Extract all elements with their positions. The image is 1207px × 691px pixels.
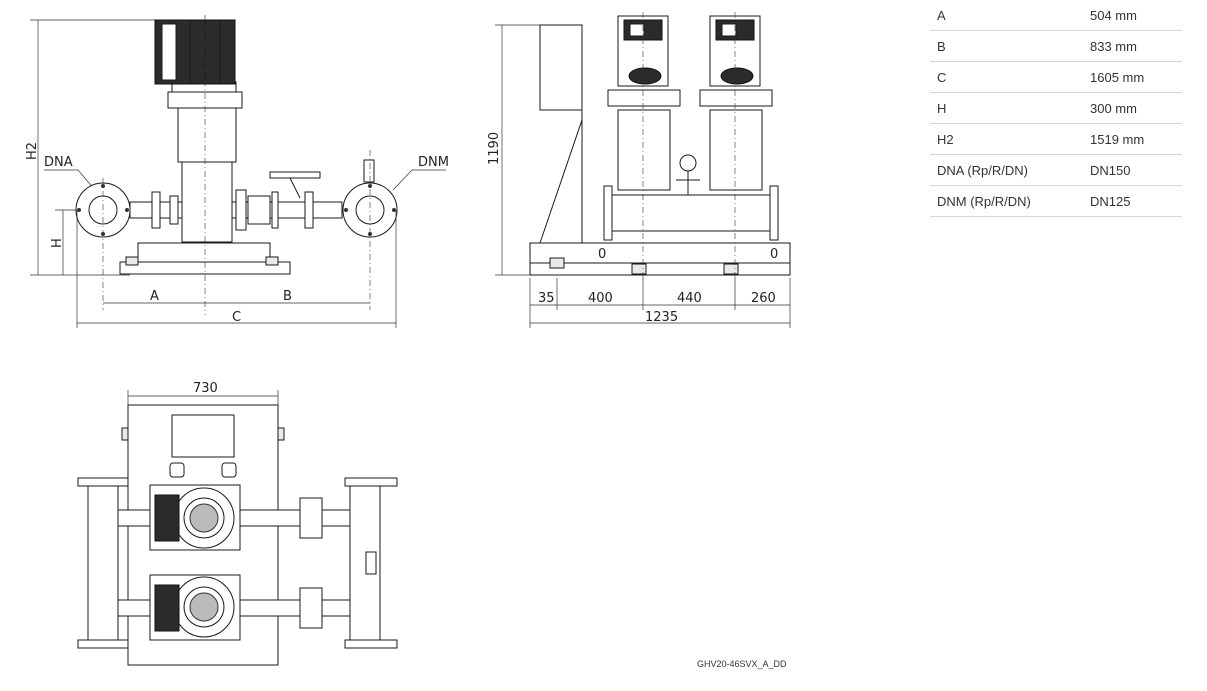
dimension-value: 833 mm (1090, 30, 1182, 62)
dimension-value: 300 mm (1090, 92, 1182, 124)
top-width-label: 730 (193, 381, 218, 396)
front-a-label: A (150, 289, 159, 304)
table-row: H 300 mm (930, 92, 1182, 124)
front-b-label: B (283, 289, 292, 304)
table-row: A 504 mm (930, 0, 1182, 31)
dimension-value: 1605 mm (1090, 61, 1182, 93)
dimension-table-container: A 504 mm B 833 mm C 1605 mm H 300 mm H2 … (930, 0, 1182, 217)
dimension-label: DNM (Rp/R/DN) (930, 185, 1090, 217)
side-view: 1190 0 0 (487, 12, 791, 328)
front-view: H2 H DNA DNM (25, 15, 449, 328)
dimension-label: C (930, 61, 1090, 93)
top-view: 730 (77, 381, 398, 666)
table-row: DNM (Rp/R/DN) DN125 (930, 185, 1182, 217)
side-dim-260: 260 (751, 291, 776, 306)
table-row: H2 1519 mm (930, 123, 1182, 155)
table-row: DNA (Rp/R/DN) DN150 (930, 154, 1182, 186)
side-zero-left: 0 (598, 247, 606, 262)
front-dna-label: DNA (44, 155, 73, 170)
side-height-label: 1190 (487, 132, 502, 165)
side-dim-440: 440 (677, 291, 702, 306)
front-c-label: C (232, 310, 241, 325)
side-dim-400: 400 (588, 291, 613, 306)
side-zero-right: 0 (770, 247, 778, 262)
dimension-value: DN125 (1090, 185, 1182, 217)
dimension-value: 504 mm (1090, 0, 1182, 31)
dimension-value: 1519 mm (1090, 123, 1182, 155)
drawing-code: GHV20-46SVX_A_DD (697, 659, 787, 669)
dimension-label: A (930, 0, 1090, 31)
dimension-label: H2 (930, 123, 1090, 155)
front-h-label: H (50, 238, 65, 248)
dimension-label: DNA (Rp/R/DN) (930, 154, 1090, 186)
dimension-table: A 504 mm B 833 mm C 1605 mm H 300 mm H2 … (930, 0, 1182, 217)
dimension-value: DN150 (1090, 154, 1182, 186)
side-dim-1235: 1235 (645, 310, 678, 325)
dimension-label: H (930, 92, 1090, 124)
side-dim-35: 35 (538, 291, 555, 306)
table-row: C 1605 mm (930, 61, 1182, 93)
front-dnm-label: DNM (418, 155, 449, 170)
table-row: B 833 mm (930, 30, 1182, 62)
dimension-label: B (930, 30, 1090, 62)
front-h2-label: H2 (25, 142, 40, 160)
